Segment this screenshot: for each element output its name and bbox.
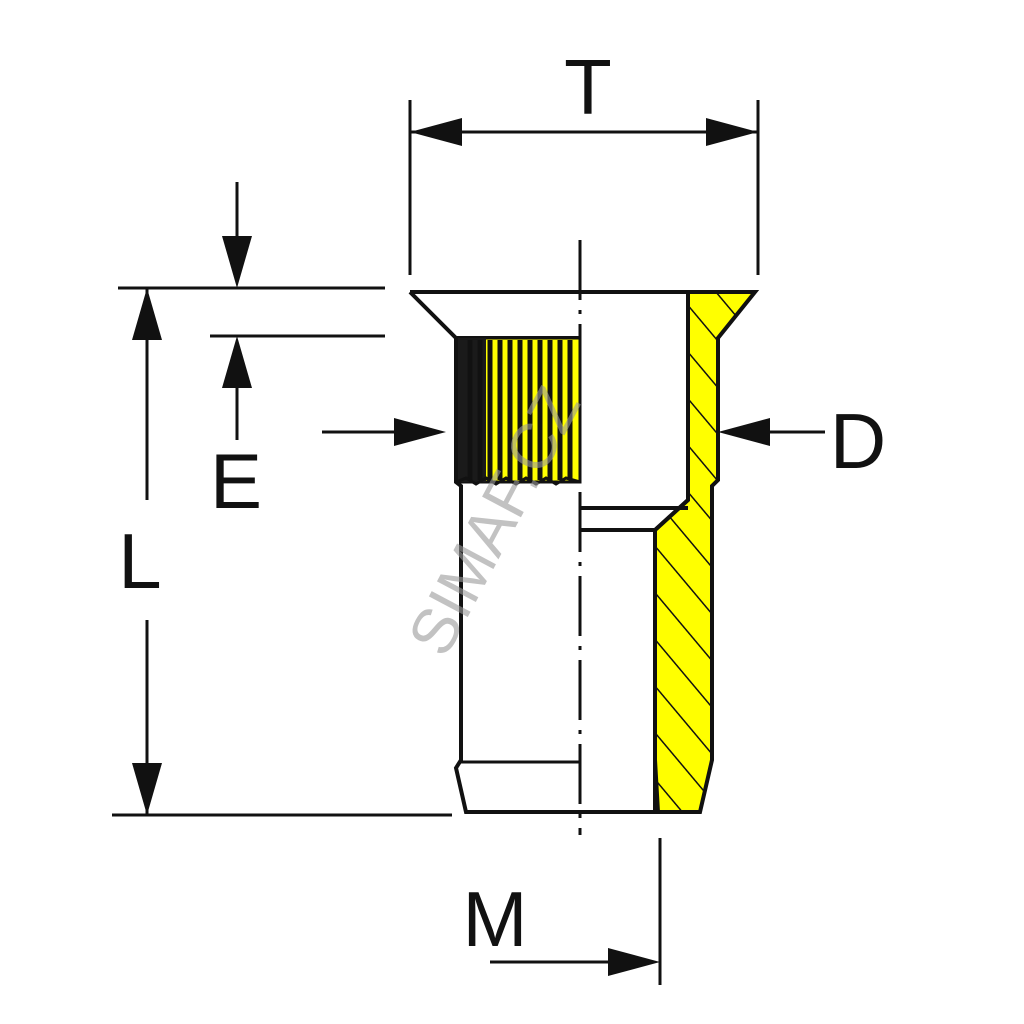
dimension-E: E <box>118 182 385 525</box>
dimension-M: M <box>463 838 662 985</box>
label-T: T <box>564 43 612 131</box>
hatched-section <box>653 290 760 814</box>
rivet-nut-body <box>408 240 760 835</box>
flange <box>408 290 688 340</box>
label-M: M <box>463 875 528 963</box>
label-L: L <box>118 517 161 605</box>
label-E: E <box>210 437 262 525</box>
label-D: D <box>830 397 886 485</box>
dimension-T: T <box>408 43 760 275</box>
dimension-D: D <box>322 397 886 485</box>
knurled-region <box>454 336 582 486</box>
dimension-L: L <box>112 288 452 817</box>
shank-outline <box>453 338 658 814</box>
bore-lines <box>580 292 690 812</box>
